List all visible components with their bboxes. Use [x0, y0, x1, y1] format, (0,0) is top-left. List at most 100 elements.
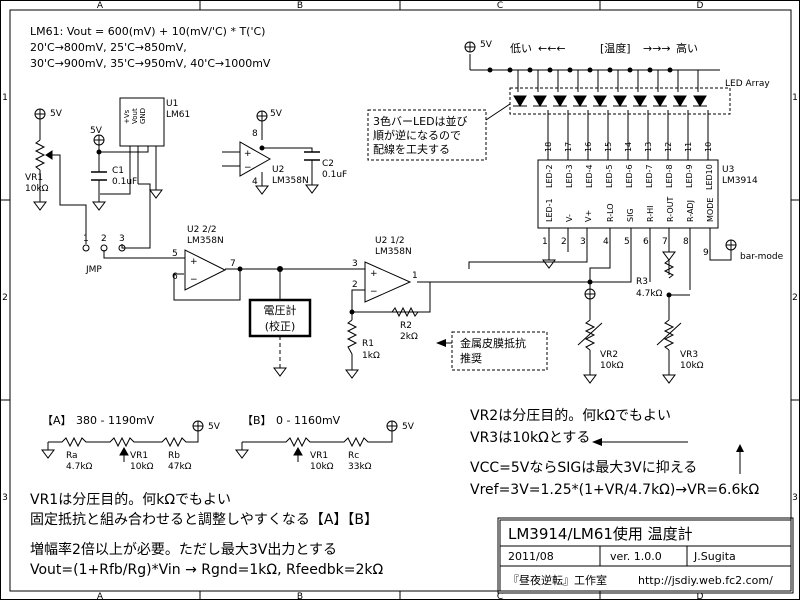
- vr3-value: 10kΩ: [680, 361, 704, 371]
- u3-top-led6: LED-6: [625, 164, 634, 188]
- metal-film-arrow-icon: [436, 339, 446, 347]
- note-vr1-2: 固定抵抗と組み合わせると調整しやすくなる【A】【B】: [30, 512, 378, 528]
- option-b-label: 【B】: [242, 414, 272, 427]
- option-a-range: 380 - 1190mV: [76, 414, 155, 427]
- u3-pin10: 10: [704, 142, 713, 152]
- option-a-vr1-value: 10kΩ: [130, 462, 154, 472]
- vcc-vr2-icon: [584, 288, 596, 300]
- led-order-high: 高い: [676, 41, 698, 55]
- ground-a-icon: [41, 449, 55, 459]
- jmp-jumper: [82, 244, 126, 252]
- u3-part: LM3914: [722, 176, 758, 186]
- u3-top-led9: LED-9: [685, 164, 694, 188]
- u3-top-led2: LED-2: [545, 164, 554, 188]
- r3-value: 4.7kΩ: [636, 289, 663, 299]
- tricolor-note-1: 3色バーLEDは並び: [373, 114, 468, 128]
- option-b-vr1-ref: VR1: [310, 451, 328, 461]
- u3-pin13: 13: [644, 142, 653, 152]
- voltmeter-box: [248, 298, 312, 338]
- vr2-pot: [584, 319, 596, 351]
- u3-ref: U3: [722, 165, 734, 175]
- title-lab: 『昼夜逆転』工作室: [508, 573, 607, 587]
- vcc-u2-icon: [256, 110, 268, 122]
- rc-value: 33kΩ: [348, 462, 372, 472]
- voltmeter-label: 電圧計: [264, 303, 297, 317]
- grid-row-1-right: 1: [792, 93, 798, 103]
- grid-col-d-top: D: [697, 1, 704, 11]
- u3-bottom-labels: LED-1 V- V+ R-LO SIG R-HI R-OUT R-ADJ MO…: [545, 197, 715, 222]
- wires: [39, 54, 732, 375]
- led-order-low: 低い: [510, 42, 532, 55]
- u2b-plus: +: [190, 257, 198, 267]
- title-text: LM3914/LM61使用 温度計: [508, 525, 693, 543]
- note-vref-formula: Vref=3V=1.25*(1+VR/4.7kΩ)→VR=6.6kΩ: [470, 482, 759, 498]
- u2-power-minus: −: [244, 163, 252, 173]
- note-vcc-sig: VCC=5VならSIGは最大3Vに抑える: [470, 460, 697, 476]
- metal-film-note-1: 金属皮膜抵抗: [460, 336, 526, 350]
- grid-row-2-left: 2: [2, 293, 8, 303]
- u1-part: LM61: [166, 110, 190, 120]
- vref-note-arrow-icon: [736, 444, 744, 452]
- vcc-c1-icon: [93, 134, 105, 146]
- u3-pin17: 17: [564, 142, 573, 152]
- power-labels: 5V 5V 5V 5V 5V 5V: [50, 40, 493, 432]
- u3-pin15: 15: [604, 142, 613, 152]
- vcc-led-icon: [464, 41, 476, 53]
- ground-meter-icon: [273, 367, 287, 377]
- grid-col-d-bottom: D: [697, 592, 704, 600]
- u3-top-led5: LED-5: [605, 164, 614, 188]
- tricolor-note-2: 順が逆になるので: [373, 128, 461, 142]
- u3-pin2: 2: [561, 237, 567, 247]
- ground-u1-icon: [149, 189, 163, 199]
- u3-bottom-rout: R-OUT: [666, 197, 675, 222]
- u3-pin1: 1: [542, 237, 548, 247]
- u1-pin-vout: Vout: [131, 108, 139, 124]
- rc-ref: Rc: [348, 451, 359, 461]
- option-b-network: [241, 431, 393, 462]
- u2a-ref: U2 1/2: [375, 236, 405, 246]
- vr1-ref: VR1: [25, 173, 43, 183]
- u3-top-labels: LED-2 LED-3 LED-4 LED-5 LED-6 LED-7 LED-…: [545, 164, 714, 190]
- u1-pins: +Vs Vout GND: [123, 108, 147, 124]
- u2b-part: LM358N: [187, 236, 224, 246]
- vr3-adjust-arrow-icon: [656, 322, 682, 346]
- vcc-b-icon: [386, 420, 398, 432]
- u2b-pin6: 6: [172, 272, 178, 282]
- u2-power-opamp: [239, 141, 272, 177]
- r1-ref: R1: [362, 339, 374, 349]
- metal-film-note-2: 推奨: [460, 351, 482, 365]
- u2a-part: LM358N: [375, 247, 412, 257]
- vcc-barmode-icon: [725, 239, 737, 251]
- lm61-formula: LM61: Vout = 600(mV) + 10(mV/'C) * T('C): [30, 25, 265, 38]
- lm61-temps-2: 30'C→900mV, 35'C→950mV, 40'C→1000mV: [30, 57, 271, 70]
- u3-pin5: 5: [624, 237, 630, 247]
- vr3-ref: VR3: [680, 350, 698, 360]
- u3-pin9: 9: [703, 248, 709, 258]
- title-url: http://jsdiy.web.fc2.com/: [638, 574, 773, 587]
- r1-resistor: [346, 319, 358, 355]
- grid-col-c-top: C: [497, 1, 503, 11]
- vr2-value: 10kΩ: [600, 361, 624, 371]
- bar-mode-label: bar-mode: [740, 252, 784, 262]
- title-block: [497, 517, 794, 594]
- led-diodes: [513, 95, 707, 107]
- vcc-a-icon: [192, 420, 204, 432]
- u3-top-pins: 18 17 16 15 14 13 12 11 10: [544, 142, 713, 152]
- ra-value: 4.7kΩ: [66, 462, 93, 472]
- vcc-c1-label: 5V: [90, 126, 103, 136]
- grid-col-b-bottom: B: [297, 592, 303, 600]
- u2a-opamp: [364, 261, 412, 303]
- grid-col-a-bottom: A: [97, 592, 104, 600]
- u1-lm61-body: [119, 97, 165, 147]
- vcc-b-label: 5V: [402, 422, 415, 432]
- u3-bottom-sig: SIG: [626, 208, 635, 222]
- c2-ref: C2: [322, 159, 334, 169]
- ground-lm3914-icon: [542, 259, 556, 269]
- power-symbols: [34, 41, 737, 432]
- note-vr3: VR3は10kΩとする: [470, 430, 590, 446]
- u1-pin-gnd: GND: [139, 108, 147, 124]
- u3-bottom-vplus: V+: [584, 210, 593, 222]
- u2b-pin7: 7: [230, 259, 236, 269]
